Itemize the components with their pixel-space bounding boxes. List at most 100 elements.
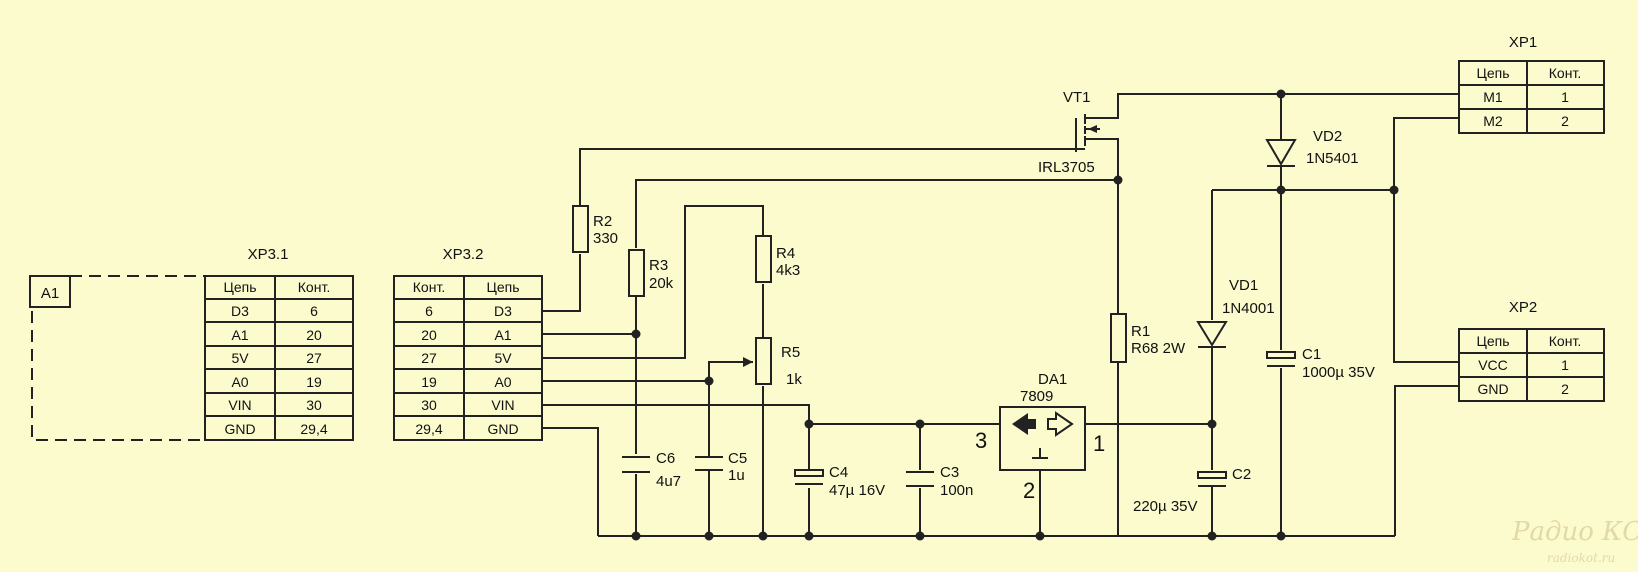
xp3-2-row-net: A1 bbox=[494, 327, 511, 343]
xp3-1-title: XP3.1 bbox=[248, 246, 289, 263]
xp3-1-row-pin: 30 bbox=[306, 397, 322, 413]
capacitor-c3: C3 100n bbox=[906, 464, 973, 499]
xp3-1-row-net: GND bbox=[224, 421, 255, 437]
xp3-2-row-pin: 20 bbox=[421, 327, 437, 343]
xp3-2-row-pin: 6 bbox=[425, 303, 433, 319]
c3-ref: C3 bbox=[940, 464, 959, 481]
xp3-1-row-net: VIN bbox=[228, 397, 251, 413]
vd1-value: 1N4001 bbox=[1222, 300, 1275, 317]
r4-ref: R4 bbox=[776, 245, 795, 262]
xp3-2-row-net: 5V bbox=[494, 350, 512, 366]
module-a1: A1 bbox=[29, 275, 205, 441]
xp2-row-net: GND bbox=[1477, 381, 1508, 397]
junctions bbox=[631, 89, 1399, 541]
xp3-2-row-net: GND bbox=[487, 421, 518, 437]
xp3-1-row-net: A0 bbox=[231, 374, 248, 390]
xp3-2-header-pin: Конт. bbox=[413, 279, 445, 295]
xp3-1-row-net: A1 bbox=[231, 327, 248, 343]
r2-value: 330 bbox=[593, 230, 618, 247]
xp3-2-row-net: VIN bbox=[491, 397, 514, 413]
c6-value: 4u7 bbox=[656, 473, 681, 490]
r4-value: 4k3 bbox=[776, 262, 800, 279]
connector-xp3-1: XP3.1 Цепь Конт. D3 6 A1 20 5V 27 A0 19 … bbox=[204, 246, 354, 441]
r2-ref: R2 bbox=[593, 213, 612, 230]
xp1-row-pin: 1 bbox=[1561, 89, 1569, 105]
r1-value: R68 2W bbox=[1131, 340, 1186, 357]
xp3-1-header-pin: Конт. bbox=[298, 279, 330, 295]
xp3-1-row-pin: 19 bbox=[306, 374, 322, 390]
wires bbox=[542, 93, 1459, 537]
vd2-ref: VD2 bbox=[1313, 128, 1342, 145]
c5-value: 1u bbox=[728, 467, 745, 484]
watermark-logo: Радио КОТ radiokot.ru bbox=[1511, 517, 1638, 565]
xp2-header-net: Цепь bbox=[1476, 333, 1509, 349]
connector-xp3-2: XP3.2 Конт. Цепь 6 D3 20 A1 27 5V 19 A0 … bbox=[393, 246, 543, 441]
xp2-row-net: VCC bbox=[1478, 357, 1508, 373]
capacitor-c1: C1 1000µ 35V bbox=[1266, 346, 1375, 381]
resistor-r1: R1 R68 2W bbox=[1110, 313, 1186, 363]
r3-value: 20k bbox=[649, 275, 674, 292]
transistor-vt1: VT1 IRL3705 bbox=[1038, 89, 1100, 176]
capacitor-c6: C6 4u7 bbox=[622, 450, 681, 490]
xp3-2-row-pin: 27 bbox=[421, 350, 437, 366]
vd1-ref: VD1 bbox=[1229, 277, 1258, 294]
xp3-1-row-pin: 6 bbox=[310, 303, 318, 319]
xp3-2-row-pin: 29,4 bbox=[415, 421, 442, 437]
da1-value: 7809 bbox=[1020, 388, 1053, 405]
watermark-title: Радио КОТ bbox=[1511, 517, 1638, 547]
xp3-2-row-pin: 19 bbox=[421, 374, 437, 390]
da1-ref: DA1 bbox=[1038, 371, 1067, 388]
r5-ref: R5 bbox=[781, 344, 800, 361]
vd2-value: 1N5401 bbox=[1306, 150, 1359, 167]
vt1-ref: VT1 bbox=[1063, 89, 1091, 106]
capacitor-c5: C5 1u bbox=[695, 450, 747, 484]
c4-value: 47µ 16V bbox=[829, 482, 885, 499]
da1-pin3: 3 bbox=[975, 428, 987, 453]
r1-ref: R1 bbox=[1131, 323, 1150, 340]
resistor-r2: R2 330 bbox=[572, 205, 618, 253]
xp3-2-title: XP3.2 bbox=[443, 246, 484, 263]
xp1-row-net: M2 bbox=[1483, 113, 1503, 129]
capacitor-c4: C4 47µ 16V bbox=[794, 464, 885, 499]
potentiometer-r5: R5 1k bbox=[743, 337, 802, 388]
xp3-1-row-pin: 27 bbox=[306, 350, 322, 366]
c2-value: 220µ 35V bbox=[1133, 498, 1198, 515]
diode-vd1: VD1 1N4001 bbox=[1196, 277, 1275, 348]
c5-ref: C5 bbox=[728, 450, 747, 467]
c6-ref: C6 bbox=[656, 450, 675, 467]
regulator-da1: DA1 7809 1 2 3 bbox=[975, 371, 1105, 503]
r5-value: 1k bbox=[786, 371, 802, 388]
capacitor-c2: C2 220µ 35V bbox=[1133, 466, 1251, 515]
xp1-title: XP1 bbox=[1509, 34, 1537, 51]
xp3-1-row-net: 5V bbox=[231, 350, 249, 366]
c3-value: 100n bbox=[940, 482, 973, 499]
xp1-header-pin: Конт. bbox=[1549, 65, 1581, 81]
xp3-2-row-pin: 30 bbox=[421, 397, 437, 413]
da1-pin2: 2 bbox=[1023, 478, 1035, 503]
c4-ref: C4 bbox=[829, 464, 848, 481]
vt1-value: IRL3705 bbox=[1038, 159, 1095, 176]
xp1-row-net: M1 bbox=[1483, 89, 1503, 105]
connector-xp2: XP2 Цепь Конт. VCC 1 GND 2 bbox=[1458, 299, 1605, 402]
c1-ref: C1 bbox=[1302, 346, 1321, 363]
watermark-url: radiokot.ru bbox=[1547, 551, 1615, 565]
resistor-r4: R4 4k3 bbox=[755, 235, 800, 283]
c1-value: 1000µ 35V bbox=[1302, 364, 1375, 381]
xp3-1-header-net: Цепь bbox=[223, 279, 256, 295]
r3-ref: R3 bbox=[649, 257, 668, 274]
xp3-1-row-pin: 20 bbox=[306, 327, 322, 343]
xp3-1-row-pin: 29,4 bbox=[300, 421, 327, 437]
xp3-2-header-net: Цепь bbox=[486, 279, 519, 295]
xp2-row-pin: 1 bbox=[1561, 357, 1569, 373]
xp1-header-net: Цепь bbox=[1476, 65, 1509, 81]
da1-pin1: 1 bbox=[1093, 431, 1105, 456]
diode-vd2: VD2 1N5401 bbox=[1265, 128, 1359, 167]
module-a1-label: A1 bbox=[41, 285, 59, 302]
resistor-r3: R3 20k bbox=[628, 249, 674, 297]
xp2-header-pin: Конт. bbox=[1549, 333, 1581, 349]
xp3-1-row-net: D3 bbox=[231, 303, 249, 319]
xp2-title: XP2 bbox=[1509, 299, 1537, 316]
xp2-row-pin: 2 bbox=[1561, 381, 1569, 397]
xp3-2-row-net: A0 bbox=[494, 374, 511, 390]
